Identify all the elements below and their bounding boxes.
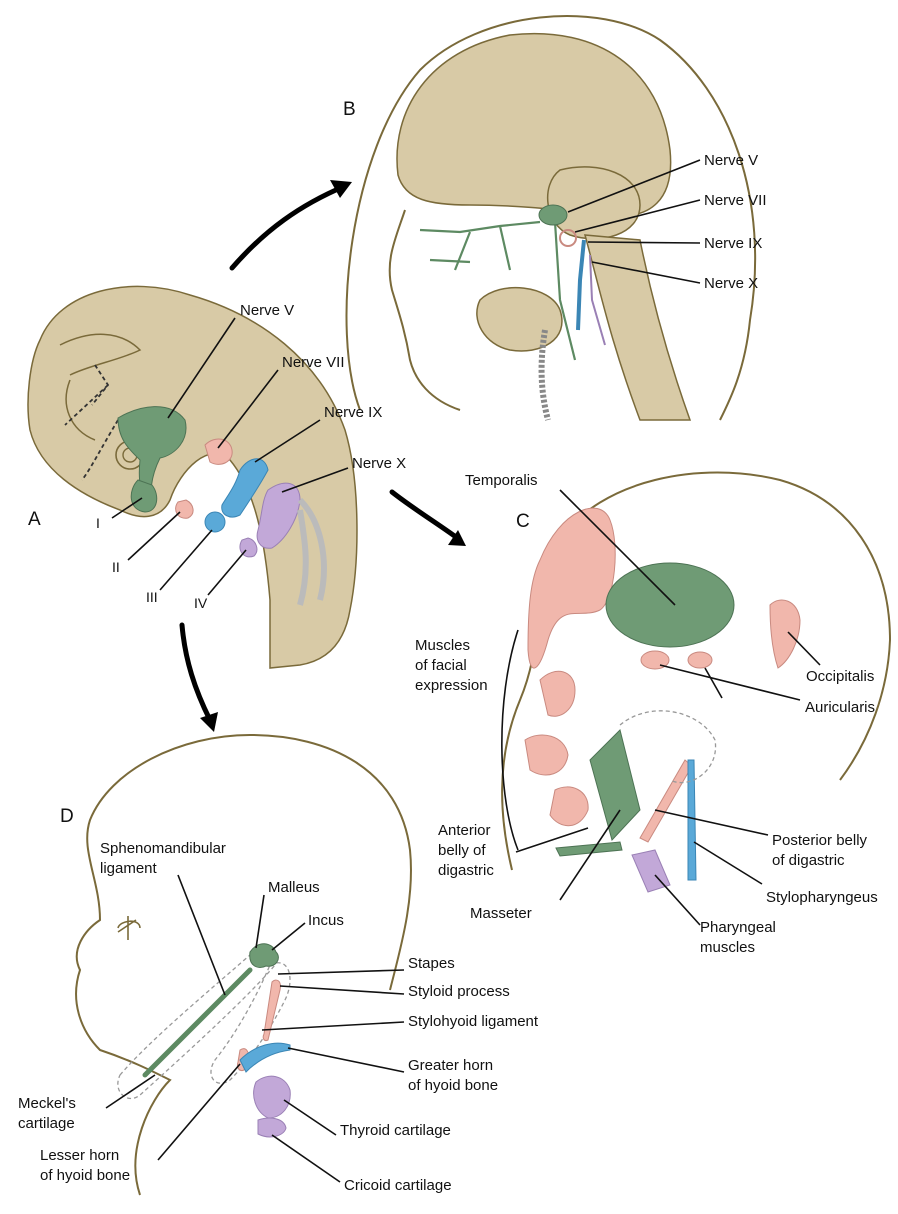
panel-c-lead-posterior <box>655 810 768 835</box>
panel-d-cricoid-cartilage <box>258 1118 286 1137</box>
panel-c-label-occipitalis: Occipitalis <box>806 668 874 685</box>
panel-c-stylopharyngeus-muscle <box>688 760 696 880</box>
panel-a-nerve-vii-ganglion <box>205 439 232 464</box>
arrow-a-to-d <box>182 625 210 720</box>
panel-d-lead-malleus <box>256 895 264 948</box>
panel-d-label-thyroid: Thyroid cartilage <box>340 1122 451 1139</box>
panel-a-label-nerve-v: Nerve V <box>240 302 294 319</box>
panel-c-label-facial-2: of facial <box>415 657 467 674</box>
panel-d-label-incus: Incus <box>308 912 344 929</box>
panel-a-arch-ii <box>176 500 193 518</box>
panel-d-label-malleus: Malleus <box>268 879 320 896</box>
panel-d-label-spheno-2: ligament <box>100 860 158 877</box>
panel-a-lead-arch-ii <box>128 512 180 560</box>
panel-a-label-nerve-vii: Nerve VII <box>282 354 345 371</box>
panel-c-label-temporalis: Temporalis <box>465 472 538 489</box>
panel-d-label-meckel-1: Meckel's <box>18 1095 76 1112</box>
panel-b: B Nerve V Nerve VII Nerve IX Nerve X <box>343 16 767 420</box>
panel-d-lead-styloid <box>280 986 404 994</box>
panel-c-facial-muscles-lower <box>525 671 588 825</box>
panel-a-label-arch-iii: III <box>146 589 158 605</box>
panel-b-letter: B <box>343 99 356 120</box>
panel-a-label-nerve-x: Nerve X <box>352 455 406 472</box>
panel-c-label-facial-3: expression <box>415 677 488 694</box>
panel-a-letter: A <box>28 509 41 530</box>
panel-c-label-anterior-1: Anterior <box>438 822 491 839</box>
panel-c-label-stylopharyngeus: Stylopharyngeus <box>766 889 878 906</box>
panel-d-lead-greater <box>288 1048 404 1072</box>
panel-a-label-nerve-ix: Nerve IX <box>324 404 382 421</box>
panel-d-styloid-process <box>263 980 280 1040</box>
panel-d-label-lesser-1: Lesser horn <box>40 1147 119 1164</box>
panel-d-meckels-cartilage <box>145 970 250 1075</box>
panel-c-label-posterior-1: Posterior belly <box>772 832 868 849</box>
panel-c-label-pharyngeal-2: muscles <box>700 939 755 956</box>
panel-d-lead-thyroid <box>284 1100 336 1135</box>
panel-a: A Nerve V Nerve VII Nerve IX Nerve X I I… <box>28 286 406 668</box>
panel-d-eye-mark <box>118 916 136 940</box>
panel-d-lead-stapes <box>278 970 404 974</box>
panel-d-label-greater-2: of hyoid bone <box>408 1077 498 1094</box>
panel-c-label-anterior-3: digastric <box>438 862 494 879</box>
panel-b-label-nerve-x: Nerve X <box>704 275 758 292</box>
panel-b-label-nerve-vii: Nerve VII <box>704 192 767 209</box>
panel-c-posterior-digastric <box>640 760 692 842</box>
panel-d-lead-lesser <box>158 1064 240 1160</box>
panel-c-letter: C <box>516 511 530 532</box>
panel-d-label-stylohyoid: Stylohyoid ligament <box>408 1013 539 1030</box>
panel-d-lead-cricoid <box>272 1135 340 1182</box>
panel-a-label-arch-iv: IV <box>194 595 208 611</box>
panel-c-label-pharyngeal-1: Pharyngeal <box>700 919 776 936</box>
panel-a-lead-arch-iii <box>160 530 212 590</box>
panel-b-label-nerve-ix: Nerve IX <box>704 235 762 252</box>
panel-c-lead-stylopharyngeus <box>694 842 762 884</box>
panel-c-label-posterior-2: of digastric <box>772 852 845 869</box>
panel-d-lead-meckel <box>106 1075 155 1108</box>
panel-c: C Temporalis Muscles of facial expressio… <box>415 472 890 956</box>
panel-b-lead-nerve-ix <box>588 242 700 243</box>
panel-b-tongue <box>477 288 562 351</box>
arrow-a-to-c <box>392 492 460 540</box>
panel-c-label-auricularis: Auricularis <box>805 699 875 716</box>
panel-a-arch-iii <box>205 512 225 532</box>
panel-c-label-masseter: Masseter <box>470 905 532 922</box>
panel-c-lead-auricularis-2 <box>705 668 722 698</box>
panel-d-label-meckel-2: cartilage <box>18 1115 75 1132</box>
panel-d-label-greater-1: Greater horn <box>408 1057 493 1074</box>
panel-b-face-profile <box>390 210 460 410</box>
panel-d-lead-stylohyoid <box>262 1022 404 1030</box>
panel-c-label-facial-1: Muscles <box>415 637 470 654</box>
panel-d-greater-horn <box>240 1043 290 1072</box>
panel-d-lead-spheno <box>178 875 225 995</box>
panel-c-masseter-muscle <box>590 730 640 840</box>
panel-c-mandible-outline <box>620 711 716 783</box>
panel-d-label-cricoid: Cricoid cartilage <box>344 1177 452 1194</box>
panel-a-lead-arch-iv <box>208 550 246 595</box>
panel-c-temporalis-muscle <box>606 563 734 647</box>
panel-b-label-nerve-v: Nerve V <box>704 152 758 169</box>
panel-d-letter: D <box>60 806 74 827</box>
arrow-a-to-d-head <box>200 712 218 732</box>
panel-c-lead-auricularis-1 <box>660 665 800 700</box>
panel-a-embryo-body <box>28 286 357 668</box>
panel-d-label-stapes: Stapes <box>408 955 455 972</box>
panel-d-lead-incus <box>272 923 305 950</box>
panel-a-label-arch-i: I <box>96 515 100 531</box>
panel-d-thyroid-cartilage <box>254 1076 291 1118</box>
panel-c-lead-pharyngeal <box>655 875 700 925</box>
panel-c-label-anterior-2: belly of <box>438 842 486 859</box>
panel-b-nerve-ix-path <box>578 240 584 330</box>
panel-d-label-spheno-1: Sphenomandibular <box>100 840 226 857</box>
arrow-a-to-b <box>232 186 345 268</box>
panel-a-label-arch-ii: II <box>112 559 120 575</box>
panel-c-anterior-digastric <box>556 842 622 856</box>
panel-c-occipitalis-muscle <box>770 600 800 668</box>
panel-d-label-styloid: Styloid process <box>408 983 510 1000</box>
panel-d-label-lesser-2: of hyoid bone <box>40 1167 130 1184</box>
panel-c-auricularis-2 <box>688 652 712 668</box>
panel-d: D Sphenomandibular ligament Malleus Incu… <box>18 735 539 1195</box>
panel-b-trigeminal-ganglion <box>539 205 567 225</box>
